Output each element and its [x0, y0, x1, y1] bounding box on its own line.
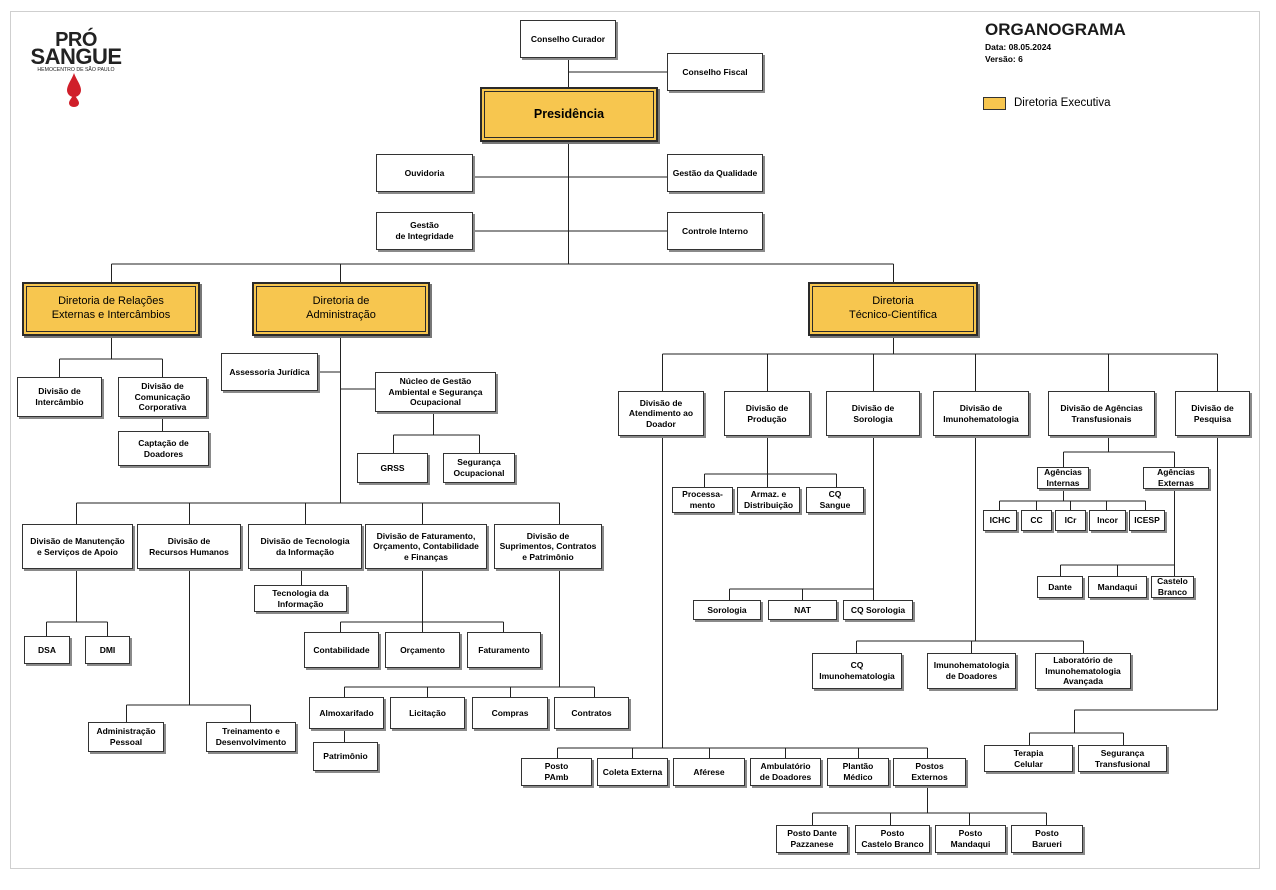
node-diretoria-administracao: Diretoria de Administração: [252, 282, 430, 336]
node-cc: CC: [1021, 510, 1052, 531]
node-licitacao: Licitação: [390, 697, 465, 729]
node-cq-imunohematologia: CQ Imunohematologia: [812, 653, 902, 689]
node-nat: NAT: [768, 600, 837, 620]
node-divisao-agencias: Divisão de Agências Transfusionais: [1048, 391, 1155, 436]
node-treinamento: Treinamento e Desenvolvimento: [206, 722, 296, 752]
node-seguranca-transfusional: Segurança Transfusional: [1078, 745, 1167, 772]
node-divisao-imunohematologia: Divisão de Imunohematologia: [933, 391, 1029, 436]
node-laboratorio-imunohematologia: Laboratório de Imunohematologia Avançada: [1035, 653, 1131, 689]
node-dmi: DMI: [85, 636, 130, 664]
page-title: ORGANOGRAMA: [985, 20, 1126, 39]
node-dante: Dante: [1037, 576, 1083, 598]
logo-subtitle: HEMOCENTRO DE SÃO PAULO: [37, 67, 115, 73]
node-grss: GRSS: [357, 453, 428, 483]
node-divisao-ti: Divisão de Tecnologia da Informação: [248, 524, 362, 569]
node-posto-mandaqui: Posto Mandaqui: [935, 825, 1006, 853]
date-label: Data: 08.05.2024: [985, 42, 1052, 52]
node-processamento: Processa- mento: [672, 487, 733, 513]
node-agencias-internas: Agências Internas: [1037, 467, 1089, 489]
node-compras: Compras: [472, 697, 548, 729]
node-gestao-integridade: Gestão de Integridade: [376, 212, 473, 250]
node-controle-interno: Controle Interno: [667, 212, 763, 250]
node-captacao-doadores: Captação de Doadores: [118, 431, 209, 466]
blood-drop-icon: [67, 73, 81, 107]
node-mandaqui: Mandaqui: [1088, 576, 1147, 598]
logo-text-sangue: SANGUE: [30, 44, 122, 69]
node-conselho-curador: Conselho Curador: [520, 20, 616, 58]
page-frame: [10, 11, 1260, 869]
node-posto-pamb: Posto PAmb: [521, 758, 592, 786]
node-terapia-celular: Terapia Celular: [984, 745, 1073, 772]
node-cq-sorologia: CQ Sorologia: [843, 600, 913, 620]
node-diretoria-relacoes: Diretoria de Relações Externas e Intercâ…: [22, 282, 200, 336]
node-armazenamento: Armaz. e Distribuição: [737, 487, 800, 513]
node-divisao-sorologia: Divisão de Sorologia: [826, 391, 920, 436]
pro-sangue-logo: PRÓ SANGUE HEMOCENTRO DE SÃO PAULO: [28, 30, 124, 110]
node-ambulatorio: Ambulatório de Doadores: [750, 758, 821, 786]
node-coleta-externa: Coleta Externa: [597, 758, 668, 786]
node-plantao-medico: Plantão Médico: [827, 758, 889, 786]
node-divisao-rh: Divisão de Recursos Humanos: [137, 524, 241, 569]
node-contratos: Contratos: [554, 697, 629, 729]
node-imunohematologia-doadores: Imunohematologia de Doadores: [927, 653, 1016, 689]
node-almoxarifado: Almoxarifado: [309, 697, 384, 729]
node-posto-castelo: Posto Castelo Branco: [855, 825, 930, 853]
node-gestao-qualidade: Gestão da Qualidade: [667, 154, 763, 192]
node-seguranca-ocupacional: Segurança Ocupacional: [443, 453, 515, 483]
node-divisao-suprimentos: Divisão de Suprimentos, Contratos e Patr…: [494, 524, 602, 569]
node-divisao-manutencao: Divisão de Manutenção e Serviços de Apoi…: [22, 524, 133, 569]
node-faturamento: Faturamento: [467, 632, 541, 668]
node-patrimonio: Patrimônio: [313, 742, 378, 771]
node-divisao-atendimento: Divisão de Atendimento ao Doador: [618, 391, 704, 436]
node-divisao-faturamento: Divisão de Faturamento, Orçamento, Conta…: [365, 524, 487, 569]
node-postos-externos: Postos Externos: [893, 758, 966, 786]
legend-label: Diretoria Executiva: [1014, 97, 1111, 109]
node-tecnologia-informacao: Tecnologia da Informação: [254, 585, 347, 612]
node-nucleo-gestao-ambiental: Núcleo de Gestão Ambiental e Segurança O…: [375, 372, 496, 412]
node-presidencia: Presidência: [480, 87, 658, 142]
node-assessoria-juridica: Assessoria Jurídica: [221, 353, 318, 391]
node-orcamento: Orçamento: [385, 632, 460, 668]
node-administracao-pessoal: Administração Pessoal: [88, 722, 164, 752]
version-label: Versão: 6: [985, 54, 1023, 64]
node-incor: Incor: [1089, 510, 1126, 531]
node-posto-barueri: Posto Barueri: [1011, 825, 1083, 853]
node-conselho-fiscal: Conselho Fiscal: [667, 53, 763, 91]
node-divisao-comunicacao: Divisão de Comunicação Corporativa: [118, 377, 207, 417]
node-ouvidoria: Ouvidoria: [376, 154, 473, 192]
node-cq-sangue: CQ Sangue: [806, 487, 864, 513]
logo-text-pro: PRÓ: [55, 29, 97, 51]
node-aferese: Aférese: [673, 758, 745, 786]
node-diretoria-tecnico-cientifica: Diretoria Técnico-Científica: [808, 282, 978, 336]
node-sorologia: Sorologia: [693, 600, 761, 620]
node-divisao-pesquisa: Divisão de Pesquisa: [1175, 391, 1250, 436]
node-icr: ICr: [1055, 510, 1086, 531]
node-dsa: DSA: [24, 636, 70, 664]
node-posto-dante: Posto Dante Pazzanese: [776, 825, 848, 853]
node-ichc: ICHC: [983, 510, 1017, 531]
node-icesp: ICESP: [1129, 510, 1165, 531]
legend-swatch: [983, 97, 1006, 110]
node-castelo-branco: Castelo Branco: [1151, 576, 1194, 598]
node-divisao-producao: Divisão de Produção: [724, 391, 810, 436]
node-divisao-intercambio: Divisão de Intercâmbio: [17, 377, 102, 417]
node-agencias-externas: Agências Externas: [1143, 467, 1209, 489]
node-contabilidade: Contabilidade: [304, 632, 379, 668]
